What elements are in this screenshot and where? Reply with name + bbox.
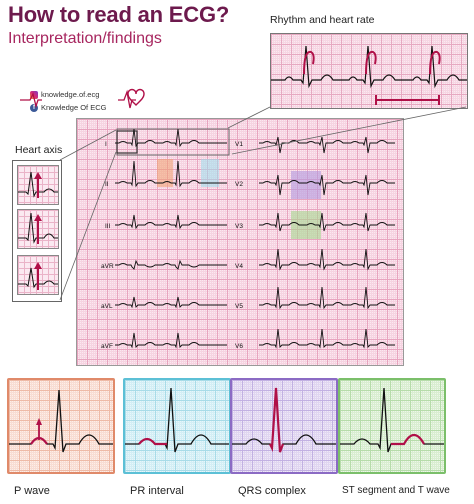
rhythm-trace [271,45,467,105]
ecg-lead-trace [115,160,227,188]
panel-label-p-wave: P wave [14,485,50,497]
instagram-handle: knowledge.of.ecg [41,90,100,99]
ecg-lead-trace [259,174,395,196]
axis-lead-i [17,165,59,205]
lead-label-v3: V3 [235,223,243,230]
lead-label-v2: V2 [235,181,243,188]
ecg-lead-trace [115,128,227,148]
ecg-lead-trace [115,296,227,309]
axis-lead-iii [17,255,59,295]
axis-lead-ii [17,209,59,249]
panel-label-st-t-wave: ST segment and T wave [342,485,450,496]
lead-label-avl: aVL [101,303,113,310]
panel-label-pr-interval: PR interval [130,485,184,497]
brand-instagram[interactable]: knowledge.of.ecg [30,88,148,101]
brand-block: knowledge.of.ecg f Knowledge Of ECG [30,88,148,122]
axis-panel [12,160,62,302]
panel-pr-interval [123,378,231,474]
lead-label-v4: V4 [235,263,243,270]
page-subtitle: Interpretation/findings [8,30,162,47]
facebook-name: Knowledge Of ECG [41,103,107,112]
pr-interval-highlight [201,159,219,187]
lead-label-v6: V6 [235,343,243,350]
ecg-lead-trace [259,136,395,154]
heart-ecg-icon [20,88,145,109]
panel-label-qrs-complex: QRS complex [238,485,306,497]
instagram-icon [30,90,38,99]
panel-qrs-complex [230,378,338,474]
lead-label-avf: aVF [101,343,113,350]
brand-facebook[interactable]: f Knowledge Of ECG [30,101,148,114]
facebook-icon: f [30,103,38,112]
ecg-lead-trace [259,328,395,349]
ecg-lead-trace [115,214,227,230]
ecg-12-lead: I II III aVR aVL aVF V1 V2 V3 V4 V5 V6 [76,118,404,366]
lead-label-v1: V1 [235,141,243,148]
ecg-lead-trace [259,286,395,310]
p-wave-highlight [157,159,173,187]
panel-p-wave [7,378,115,474]
panel-st-t-wave [338,378,446,474]
lead-label-v5: V5 [235,303,243,310]
ecg-lead-trace [115,332,227,349]
lead-label-iii: III [105,223,111,230]
ecg-lead-trace [115,259,227,270]
ecg-lead-trace [259,248,395,271]
qrs-highlight [291,171,321,199]
lead-label-avr: aVR [101,263,114,270]
rhythm-label: Rhythm and heart rate [270,14,375,26]
rhythm-strip [270,33,468,109]
axis-label: Heart axis [15,144,63,156]
lead-label-i: I [105,141,107,148]
lead-label-ii: II [105,181,109,188]
ecg-traces [115,128,395,349]
ecg-lead-trace [259,212,395,232]
page-title: How to read an ECG? [8,2,230,27]
